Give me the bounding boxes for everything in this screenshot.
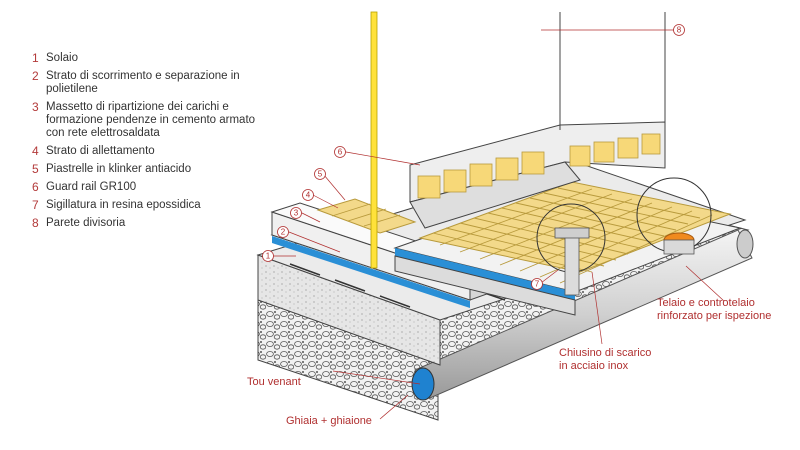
tou-venant-label: Tou venant bbox=[247, 376, 301, 388]
svg-text:6: 6 bbox=[338, 148, 343, 157]
legend-item: 1 Solaio bbox=[32, 52, 272, 65]
callout-3: 3 bbox=[290, 207, 302, 219]
legend-item: 2 Strato di scorrimento e separazione in … bbox=[32, 70, 272, 96]
svg-text:2: 2 bbox=[281, 228, 286, 237]
legend-number: 8 bbox=[32, 216, 39, 230]
legend-item: 4 Strato di allettamento bbox=[32, 145, 272, 158]
legend-text: Solaio bbox=[46, 52, 78, 64]
svg-text:8: 8 bbox=[677, 26, 682, 35]
svg-text:5: 5 bbox=[318, 170, 323, 179]
svg-text:4: 4 bbox=[306, 191, 311, 200]
legend-number: 1 bbox=[32, 51, 39, 65]
tiles-left bbox=[316, 198, 417, 234]
leader-lines bbox=[273, 29, 725, 420]
legend-number: 5 bbox=[32, 162, 39, 176]
legend-text: Strato di scorrimento e separazione in p… bbox=[46, 70, 240, 95]
yellow-post bbox=[370, 11, 378, 269]
chiusino-label-line2: in acciaio inox bbox=[559, 360, 629, 372]
callout-6: 6 bbox=[334, 146, 346, 158]
guard-rail bbox=[409, 121, 666, 229]
telaio-label-line1: Telaio e controtelaio bbox=[657, 297, 755, 309]
callout-4: 4 bbox=[302, 189, 314, 201]
svg-text:7: 7 bbox=[535, 280, 540, 289]
legend-number: 2 bbox=[32, 69, 39, 83]
legend-text: Guard rail GR100 bbox=[46, 181, 137, 193]
callout-5: 5 bbox=[314, 168, 326, 180]
legend-number: 3 bbox=[32, 100, 39, 114]
callout-8: 8 bbox=[673, 24, 685, 36]
legend-item: 3 Massetto di ripartizione dei carichi e … bbox=[32, 101, 272, 140]
legend-number: 4 bbox=[32, 144, 39, 158]
legend-number: 6 bbox=[32, 180, 39, 194]
svg-text:1: 1 bbox=[266, 252, 271, 261]
callout-7: 7 bbox=[531, 278, 543, 290]
legend-text: Sigillatura in resina epossidica bbox=[46, 199, 201, 211]
legend: 1 Solaio 2 Strato di scorrimento e separazi… bbox=[32, 52, 272, 235]
drain-pipe bbox=[411, 229, 754, 401]
legend-item: 7 Sigillatura in resina epossidica bbox=[32, 199, 272, 212]
telaio-label-line2: rinforzato per ispezione bbox=[657, 310, 771, 322]
drain-detail bbox=[536, 203, 606, 296]
inspection-detail bbox=[636, 177, 712, 255]
legend-text: Strato di allettamento bbox=[46, 145, 155, 157]
legend-number: 7 bbox=[32, 198, 39, 212]
chiusino-label-line1: Chiusino di scarico bbox=[559, 347, 651, 359]
legend-item: 5 Piastrelle in klinker antiacido bbox=[32, 163, 272, 176]
callout-1: 1 bbox=[262, 250, 274, 262]
legend-text: Piastrelle in klinker antiacido bbox=[46, 163, 192, 175]
legend-item: 6 Guard rail GR100 bbox=[32, 181, 272, 194]
legend-text: Parete divisoria bbox=[46, 217, 126, 229]
svg-text:3: 3 bbox=[294, 209, 299, 218]
ghiaia-label: Ghiaia + ghiaione bbox=[286, 415, 372, 427]
legend-text: Massetto di ripartizione dei carichi e f… bbox=[46, 101, 256, 139]
callout-2: 2 bbox=[277, 226, 289, 238]
legend-item: 8 Parete divisoria bbox=[32, 217, 272, 230]
